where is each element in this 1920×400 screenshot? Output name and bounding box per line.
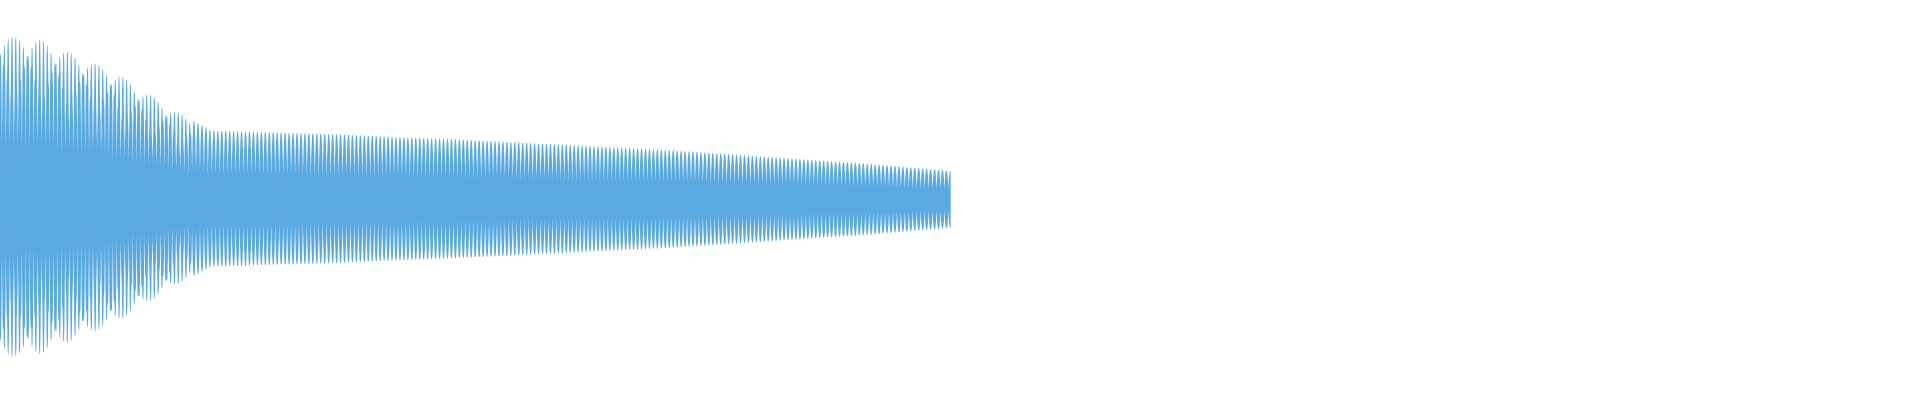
waveform-shape (0, 36, 951, 357)
